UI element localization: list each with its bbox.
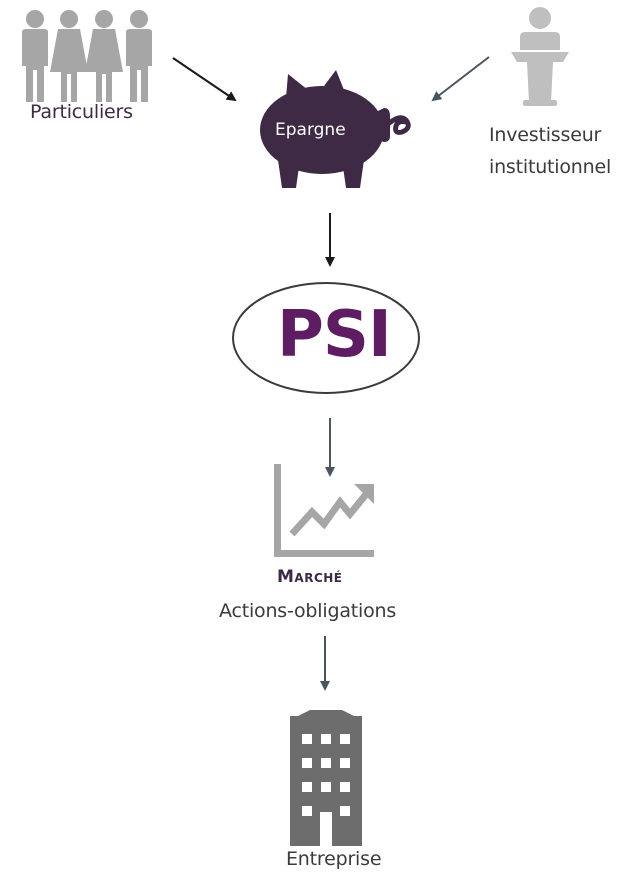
investisseur-label-line1: Investisseur	[489, 124, 602, 146]
particuliers-label: Particuliers	[30, 101, 133, 123]
psi-label: PSI	[277, 298, 392, 372]
investisseur-label-line2: institutionnel	[489, 156, 612, 178]
entreprise-label: Entreprise	[286, 848, 382, 870]
epargne-label: Epargne	[275, 120, 346, 140]
marche-subtitle: Actions-obligations	[219, 600, 397, 622]
arrow-particuliers-to-epargne	[172, 57, 237, 102]
marche-title: Marché	[277, 567, 343, 587]
people-group-icon	[22, 10, 152, 102]
arrow-investisseur-to-epargne	[431, 56, 490, 102]
office-building-icon	[290, 710, 362, 846]
psi-ellipse	[232, 282, 420, 394]
rising-chart-icon	[274, 464, 374, 557]
piggy-bank-icon	[260, 70, 411, 188]
podium-speaker-icon	[511, 7, 569, 106]
